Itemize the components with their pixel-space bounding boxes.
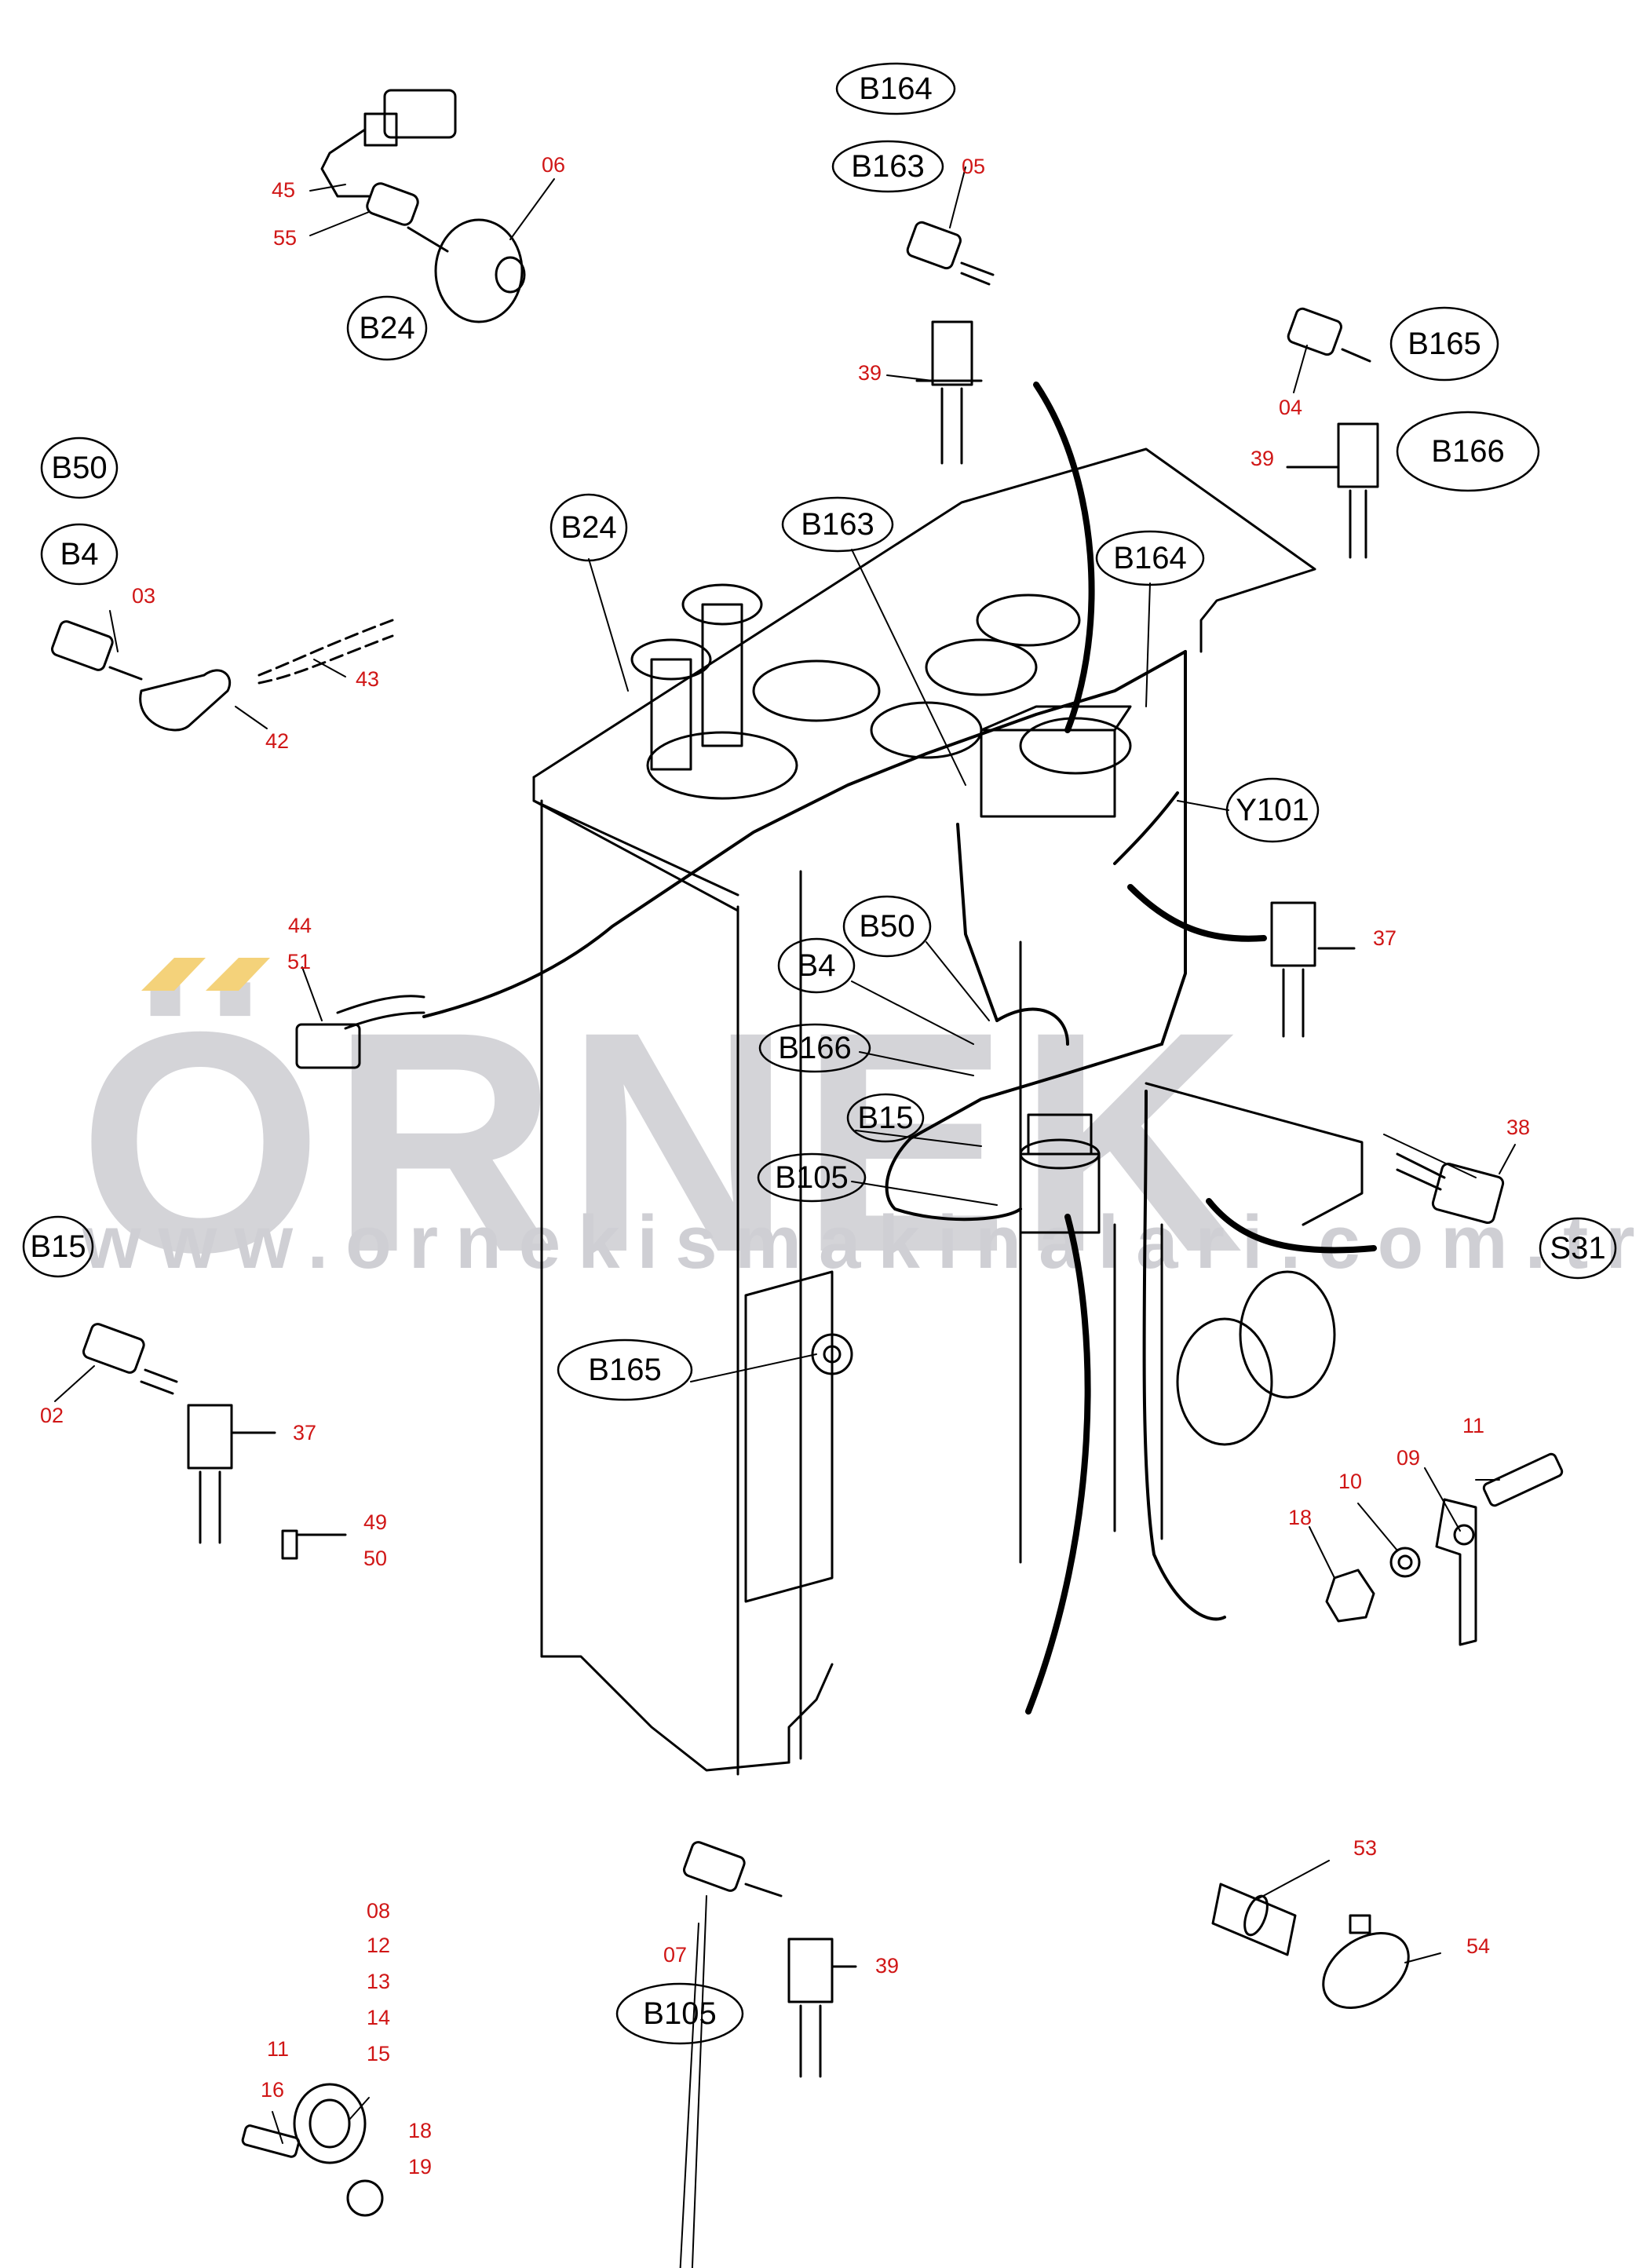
- watermark-brand: ÖRNEK: [78, 966, 1252, 1317]
- sensor-03-elbow-42: [50, 619, 394, 732]
- label-b105-callout: B105: [775, 1160, 849, 1195]
- part-number-03: 03: [132, 584, 156, 608]
- label-b166-right: B166: [1431, 434, 1505, 469]
- part-number-14: 14: [367, 2006, 391, 2029]
- part-number-45: 45: [272, 178, 296, 202]
- part-number-39-bottom: 39: [875, 1954, 900, 1978]
- part-number-38: 38: [1506, 1116, 1531, 1139]
- connector-44-51: [295, 995, 425, 1069]
- label-b50-callout: B50: [859, 909, 915, 944]
- label-y101-callout: Y101: [1236, 793, 1309, 827]
- label-b163-callout: B163: [801, 507, 874, 542]
- connector-39-top: [915, 320, 983, 465]
- part-number-13: 13: [367, 1970, 391, 1993]
- connector-37-left: [187, 1404, 276, 1544]
- part-number-50: 50: [363, 1547, 388, 1570]
- part-number-51: 51: [287, 950, 312, 973]
- label-b105-bottom: B105: [643, 1996, 717, 2031]
- label-b4-left: B4: [60, 537, 99, 572]
- part-number-37-left: 37: [293, 1421, 317, 1444]
- label-b4-callout: B4: [797, 948, 836, 983]
- sensor-04: [1287, 307, 1371, 363]
- connector-39-right: [1286, 422, 1379, 559]
- part-number-19: 19: [408, 2155, 433, 2179]
- part-number-42: 42: [265, 729, 290, 753]
- label-b15-left: B15: [30, 1229, 86, 1264]
- label-b164-top: B164: [859, 71, 933, 106]
- terminal-49-50: [281, 1529, 347, 1560]
- part-number-43: 43: [356, 667, 380, 691]
- part-number-16: 16: [261, 2078, 285, 2102]
- wiring-harness: [422, 650, 1226, 1621]
- sensor-02: [82, 1323, 178, 1395]
- part-number-06: 06: [542, 153, 566, 177]
- routing-arrows: [1025, 382, 1377, 1715]
- part-number-55: 55: [273, 226, 298, 250]
- part-number-12: 12: [367, 1934, 391, 1957]
- part-number-02: 02: [40, 1404, 64, 1427]
- sensor-07: [682, 1841, 783, 1897]
- b24-pressure-switch-assembly: [320, 89, 526, 323]
- label-b164-callout: B164: [1113, 541, 1187, 575]
- connector-39-bottom: [787, 1937, 857, 2078]
- part-number-10: 10: [1338, 1470, 1363, 1493]
- callout-ovals: [22, 62, 1617, 2045]
- label-b15-callout: B15: [857, 1101, 914, 1135]
- clamp-assembly-bottom: [241, 2083, 384, 2217]
- part-number-15: 15: [367, 2042, 391, 2065]
- part-number-18-left: 18: [408, 2119, 433, 2142]
- part-number-49: 49: [363, 1510, 388, 1534]
- part-number-09: 09: [1397, 1446, 1421, 1470]
- sensor-05: [906, 221, 995, 286]
- callout-leaders: [588, 549, 1229, 1382]
- connector-38: [1396, 1152, 1505, 1225]
- part-number-53: 53: [1353, 1836, 1378, 1860]
- watermark-url: www.ornekismakinalari.com.tr: [82, 1200, 1643, 1284]
- watermark-accent-left: [141, 958, 206, 991]
- part-number-07: 07: [663, 1943, 688, 1967]
- part-number-39-top: 39: [858, 361, 882, 385]
- label-b24-callout: B24: [560, 510, 617, 545]
- leader-lines: [54, 166, 1516, 2268]
- label-b165-right: B165: [1408, 327, 1481, 361]
- bracket-hardware: [1325, 1452, 1564, 1646]
- part-number-44: 44: [288, 914, 312, 937]
- part-number-11-left: 11: [267, 2037, 290, 2061]
- label-b166-callout: B166: [778, 1031, 852, 1065]
- part-number-05: 05: [962, 155, 986, 178]
- part-number-04: 04: [1279, 396, 1303, 419]
- watermark-accent-right: [206, 958, 270, 991]
- label-b165-callout: B165: [588, 1353, 662, 1387]
- connector-37-right: [1270, 901, 1356, 1038]
- part-number-39-right: 39: [1251, 447, 1275, 470]
- label-s31-right: S31: [1550, 1231, 1606, 1265]
- part-number-11-right: 11: [1462, 1414, 1485, 1437]
- part-number-08: 08: [367, 1899, 391, 1923]
- part-number-54: 54: [1466, 1934, 1491, 1958]
- tank-assembly: [532, 447, 1364, 1776]
- label-b24-top: B24: [359, 311, 415, 345]
- label-b50-left: B50: [51, 451, 108, 485]
- part-number-18-right: 18: [1288, 1506, 1313, 1529]
- label-b163-top: B163: [851, 149, 925, 184]
- part-number-37-right: 37: [1373, 926, 1397, 950]
- sleeve-53-clamp-54: [1211, 1883, 1410, 2010]
